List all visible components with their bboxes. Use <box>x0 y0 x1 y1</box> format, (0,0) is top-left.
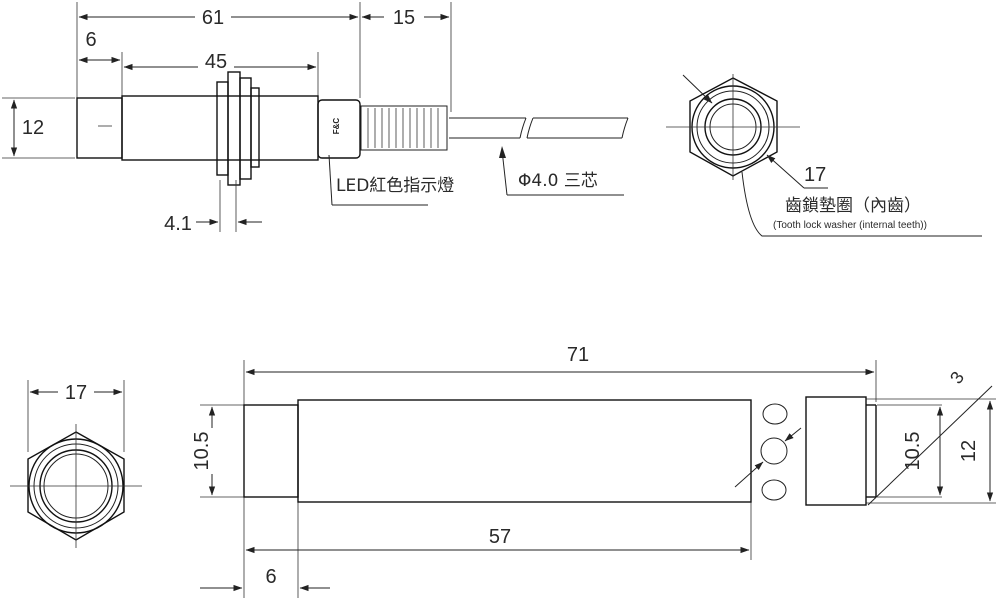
dim-45-label: 45 <box>205 51 227 73</box>
bottom-connector-cap <box>805 396 867 506</box>
dim-3-diagonal <box>867 385 993 506</box>
bottom-body <box>297 399 752 503</box>
cable-hole <box>760 437 788 465</box>
washer-leader <box>741 171 982 237</box>
dim-71-label: 71 <box>567 344 589 366</box>
brand-mark: F&C <box>332 118 341 135</box>
top-side-view: 61 15 6 45 12 F&C <box>2 2 629 235</box>
dim-6-label: 6 <box>85 29 96 51</box>
dim-15-label: 15 <box>393 7 415 29</box>
nut-dim-arrow-bottom <box>766 154 805 189</box>
dim-61-label: 61 <box>202 7 224 29</box>
dim-10-5-left-label: 10.5 <box>191 432 213 471</box>
washer-label-cn: 齒鎖墊圈（內齒） <box>785 196 921 216</box>
dim-10-5-right-label: 10.5 <box>902 432 924 471</box>
bottom-sensor-tip <box>243 404 299 498</box>
dim-4-1-label: 4.1 <box>164 213 192 235</box>
dim-57-label: 57 <box>489 526 511 548</box>
led-indicator-label: LED紅色指示燈 <box>336 176 454 196</box>
led-leader <box>328 154 333 206</box>
rear-cap <box>317 99 361 159</box>
cable-spec-label: Φ4.0 三芯 <box>518 171 598 191</box>
hole-dim-arrow-low <box>734 461 764 488</box>
hole-dim-arrow-high <box>784 427 802 442</box>
nut-dim-arrow-top <box>682 74 713 104</box>
threaded-body <box>121 95 319 161</box>
dim-3-label: 3 <box>946 368 968 388</box>
dim-12-right-label: 12 <box>958 440 980 462</box>
washer <box>250 87 260 168</box>
strain-relief-ribs <box>367 108 439 148</box>
bottom-side-view: 71 57 6 10.5 10.5 12 <box>191 344 996 598</box>
dim-6-bottom-label: 6 <box>265 566 276 588</box>
end-view: 17 <box>10 380 142 548</box>
strain-relief <box>360 105 448 151</box>
end-dim-17-label: 17 <box>65 382 87 404</box>
dim-12-label: 12 <box>22 117 44 139</box>
washer-label-en: (Tooth lock washer (internal teeth)) <box>773 220 927 231</box>
nut-dim-17-label: 17 <box>804 164 826 186</box>
sensor-tip <box>76 97 123 159</box>
nut-right <box>239 77 252 180</box>
nut-front-view: 17 齒鎖墊圈（內齒） (Tooth lock washer (internal… <box>666 74 982 237</box>
nut-center <box>227 71 241 186</box>
